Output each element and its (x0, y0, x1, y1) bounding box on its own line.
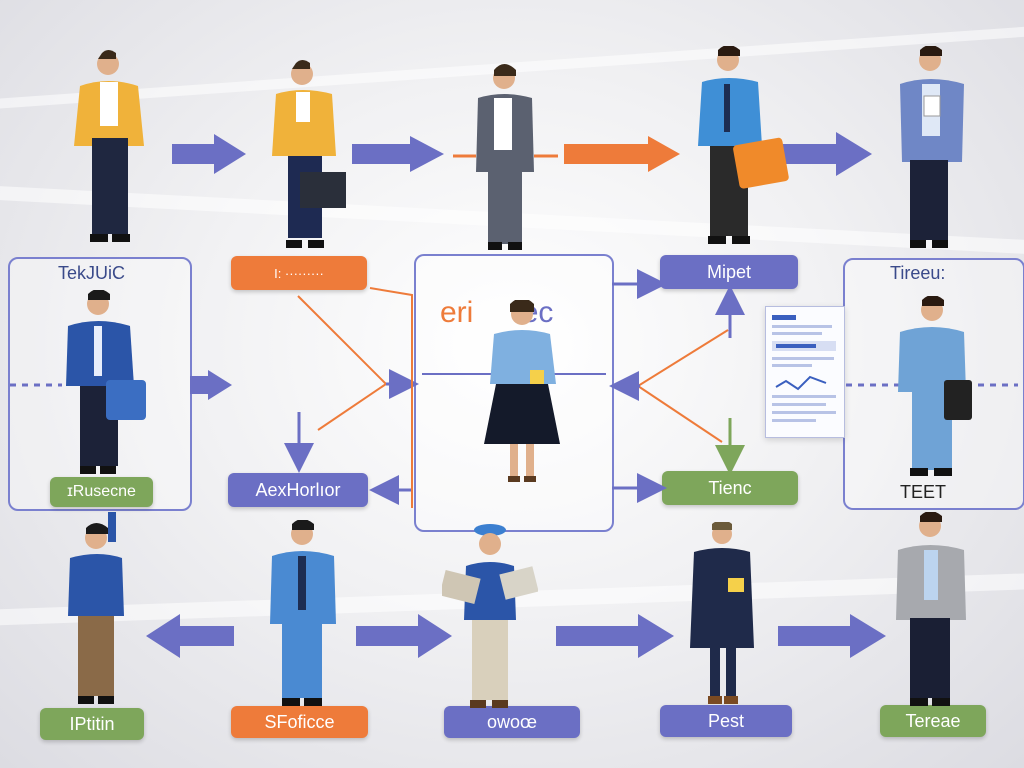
bottom-arrow-4 (778, 614, 886, 658)
orange-connector-2 (297, 295, 387, 385)
orange-fan-2 (637, 385, 723, 443)
orange-fan-1 (637, 329, 729, 387)
orange-connector-3 (317, 383, 387, 431)
person-top-5 (900, 46, 964, 248)
left-panel-badge: ɪRusecne (50, 477, 153, 507)
right-panel-caption: TEET (900, 482, 947, 502)
top-arrow-1 (172, 134, 246, 174)
person-top-3 (476, 64, 534, 250)
bottom-arrow-1 (146, 614, 234, 658)
top-orange-label: I: ········· (231, 256, 367, 290)
top-right-label: Mipet (660, 255, 798, 289)
bottom-label-1: IPtitin (40, 708, 144, 740)
top-arrow-4 (778, 132, 872, 176)
person-bottom-1 (68, 512, 124, 704)
center-title-part1: eri (440, 296, 474, 329)
bottom-label-3: owoœ (444, 706, 580, 738)
person-left-panel (66, 290, 146, 474)
bottom-label-2: SFoficce (231, 706, 368, 738)
person-center (484, 300, 560, 482)
person-top-1 (74, 50, 144, 242)
person-right-panel (898, 296, 972, 476)
orange-connector-1 (369, 287, 413, 376)
top-arrow-2 (352, 136, 444, 172)
document-card (765, 306, 845, 438)
person-bottom-2 (270, 520, 336, 706)
bottom-label-4: Pest (660, 705, 792, 737)
bottom-label-5: Tereae (880, 705, 986, 737)
person-bottom-5 (896, 512, 966, 706)
top-arrow-3 (564, 136, 680, 172)
center-left-label: AexHorlıor (228, 473, 368, 507)
center-right-label: Tienc (662, 471, 798, 505)
person-top-2 (272, 60, 346, 248)
bottom-arrow-3 (556, 614, 674, 658)
person-top-4 (698, 46, 789, 244)
right-panel-title: Tireeu: (890, 263, 946, 283)
person-bottom-4 (690, 522, 754, 704)
person-bottom-3 (442, 524, 538, 708)
left-panel-arrow (190, 370, 232, 400)
left-panel-title: TekJUiC (58, 263, 126, 283)
document-content-icon (772, 315, 836, 422)
bottom-arrow-2 (356, 614, 452, 658)
